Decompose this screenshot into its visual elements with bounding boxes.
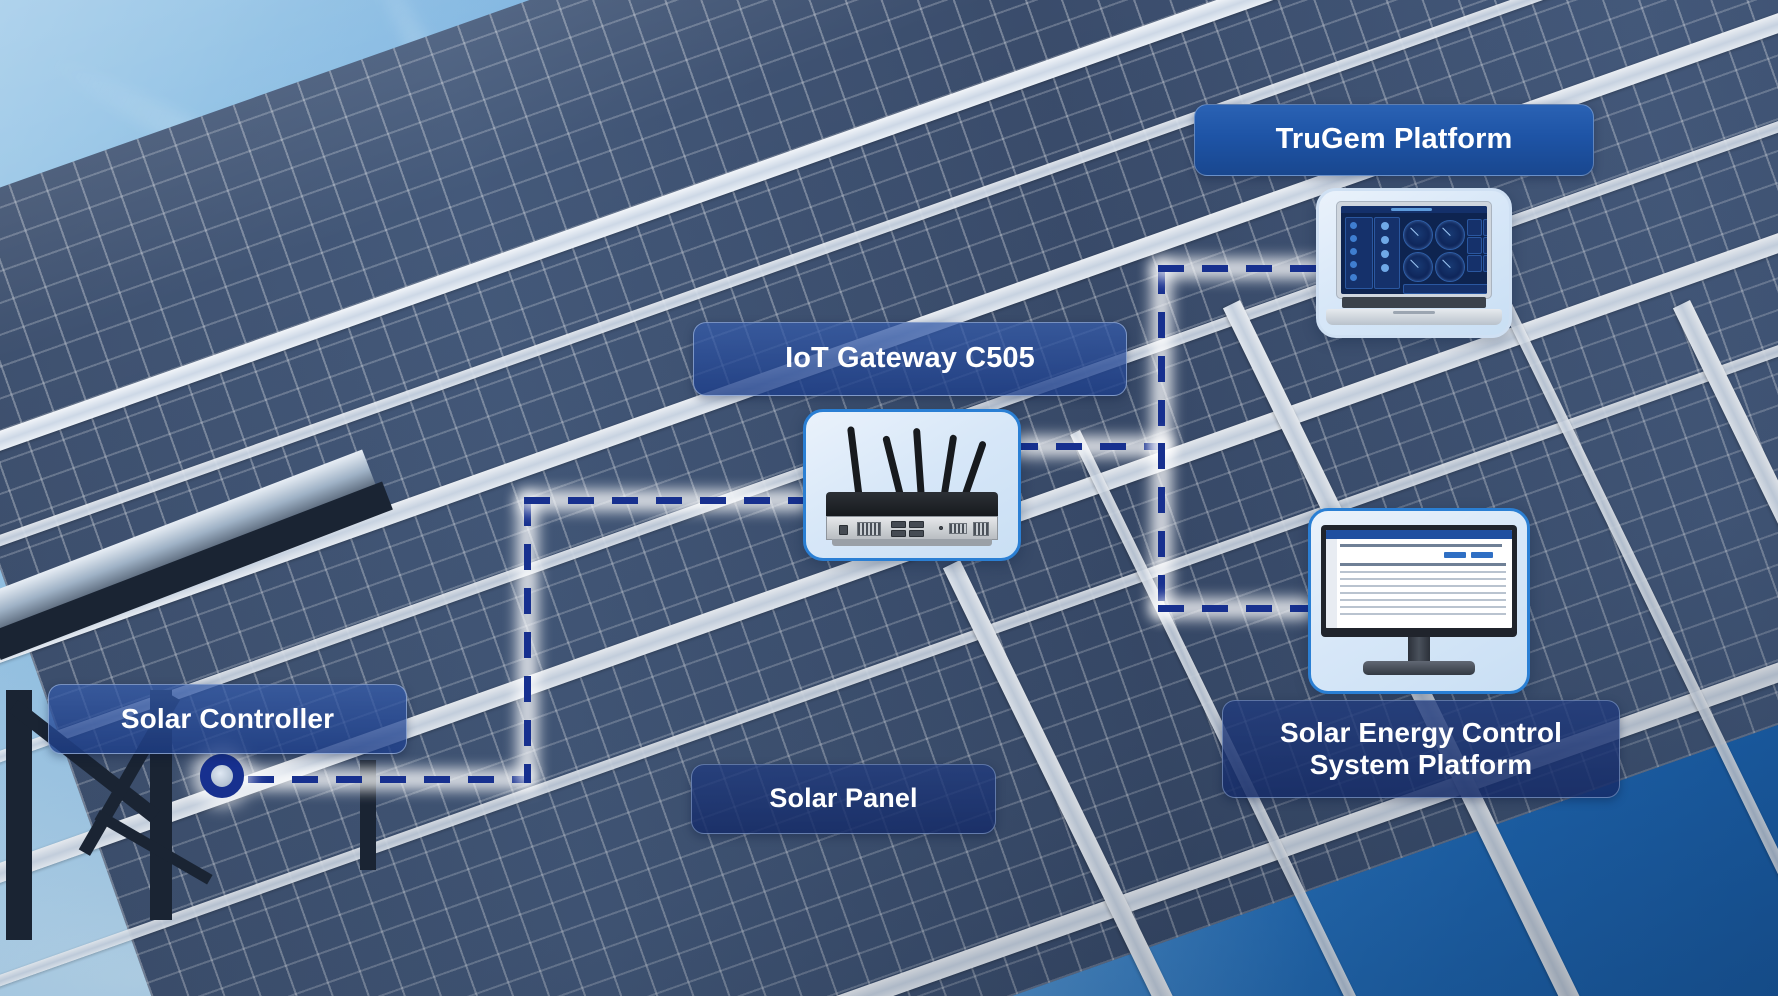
wire-controller-to-gateway-h: [241, 769, 537, 790]
wire-controller-to-gateway-v: [517, 493, 538, 787]
label-solar-controller-text: Solar Controller: [120, 702, 335, 734]
label-solar-controller[interactable]: Solar Controller: [48, 684, 407, 754]
label-trugem-platform[interactable]: TruGem Platform: [1194, 104, 1594, 176]
label-solar-panel-text: Solar Panel: [769, 783, 918, 814]
trugem-laptop-card[interactable]: [1316, 188, 1512, 338]
label-trugem-text: TruGem Platform: [1275, 123, 1513, 156]
solar-controller-node-marker: [200, 754, 244, 798]
label-secs-line2: System Platform: [1309, 749, 1533, 780]
label-secs-platform[interactable]: Solar Energy Control System Platform: [1222, 700, 1620, 798]
iot-gateway-card[interactable]: [803, 409, 1021, 561]
secs-monitor-card[interactable]: [1308, 508, 1530, 694]
label-secs-line1: Solar Energy Control: [1279, 716, 1563, 748]
label-iot-gateway[interactable]: IoT Gateway C505: [693, 322, 1127, 396]
monitor-icon: [1321, 525, 1517, 677]
wire-gateway-to-secs-h: [1151, 598, 1315, 619]
wire-gateway-to-secs-v: [1151, 436, 1172, 618]
iot-gateway-icon: [814, 414, 1010, 556]
wire-gateway-left-in: [517, 490, 811, 511]
label-iot-gateway-text: IoT Gateway C505: [785, 342, 1035, 375]
label-solar-panel[interactable]: Solar Panel: [691, 764, 996, 834]
wire-gateway-to-trugem-h: [1151, 258, 1335, 279]
wire-gateway-to-trugem-v: [1151, 261, 1172, 455]
laptop-icon: [1326, 201, 1502, 325]
wire-gateway-right-out: [1005, 436, 1171, 457]
